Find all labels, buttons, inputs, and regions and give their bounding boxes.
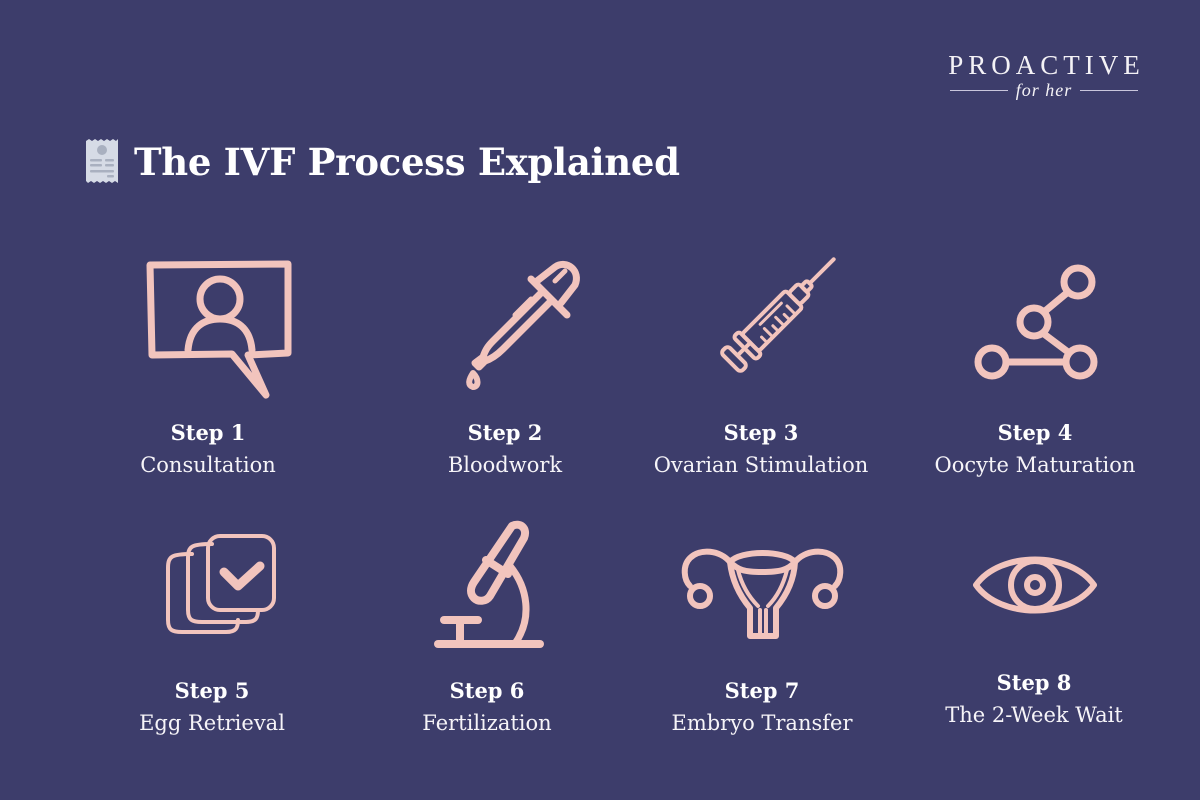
page-header: The IVF Process Explained: [84, 138, 680, 184]
microscope-icon: [434, 520, 544, 648]
nodes-icon: [974, 264, 1098, 380]
syringe-icon: [720, 257, 836, 373]
step-label: Step 1: [170, 420, 246, 445]
brand-tagline: for her: [1015, 80, 1073, 100]
step-label: Step 5: [174, 678, 250, 703]
uterus-icon: [681, 548, 844, 639]
step-6: Step 6 Fertilization: [347, 676, 627, 740]
chat-user-icon: [146, 260, 292, 399]
brand-tagline-row: for her: [936, 80, 1152, 101]
step-name: Fertilization: [422, 711, 552, 735]
brand-name: PROACTIVE: [948, 50, 1145, 80]
step-label: Step 3: [723, 420, 799, 445]
step-name: Oocyte Maturation: [934, 453, 1136, 477]
logo-divider-left: [949, 90, 1008, 91]
step-name: The 2-Week Wait: [945, 703, 1123, 727]
step-label: Step 2: [467, 420, 543, 445]
step-label: Step 6: [449, 678, 525, 703]
step-7: Step 7 Embryo Transfer: [622, 676, 902, 740]
receipt-document-icon: [86, 139, 118, 183]
stacked-checkbox-icon: [166, 534, 276, 634]
dropper-icon: [466, 260, 580, 390]
brand-logo: PROACTIVE for her: [936, 50, 1152, 101]
step-name: Consultation: [140, 453, 276, 477]
page-title: The IVF Process Explained: [134, 140, 680, 184]
logo-divider-right: [1080, 90, 1139, 91]
step-name: Embryo Transfer: [671, 711, 853, 735]
step-name: Bloodwork: [447, 453, 563, 477]
step-label: Step 4: [997, 420, 1073, 445]
step-4: Step 4 Oocyte Maturation: [895, 418, 1175, 482]
step-8: Step 8 The 2-Week Wait: [894, 668, 1174, 732]
step-label: Step 7: [724, 678, 800, 703]
eye-icon: [973, 556, 1097, 614]
step-3: Step 3 Ovarian Stimulation: [621, 418, 901, 482]
step-5: Step 5 Egg Retrieval: [72, 676, 352, 740]
step-1: Step 1 Consultation: [68, 418, 348, 482]
step-2: Step 2 Bloodwork: [365, 418, 645, 482]
step-name: Ovarian Stimulation: [653, 453, 869, 477]
step-label: Step 8: [996, 670, 1072, 695]
step-name: Egg Retrieval: [139, 711, 285, 735]
